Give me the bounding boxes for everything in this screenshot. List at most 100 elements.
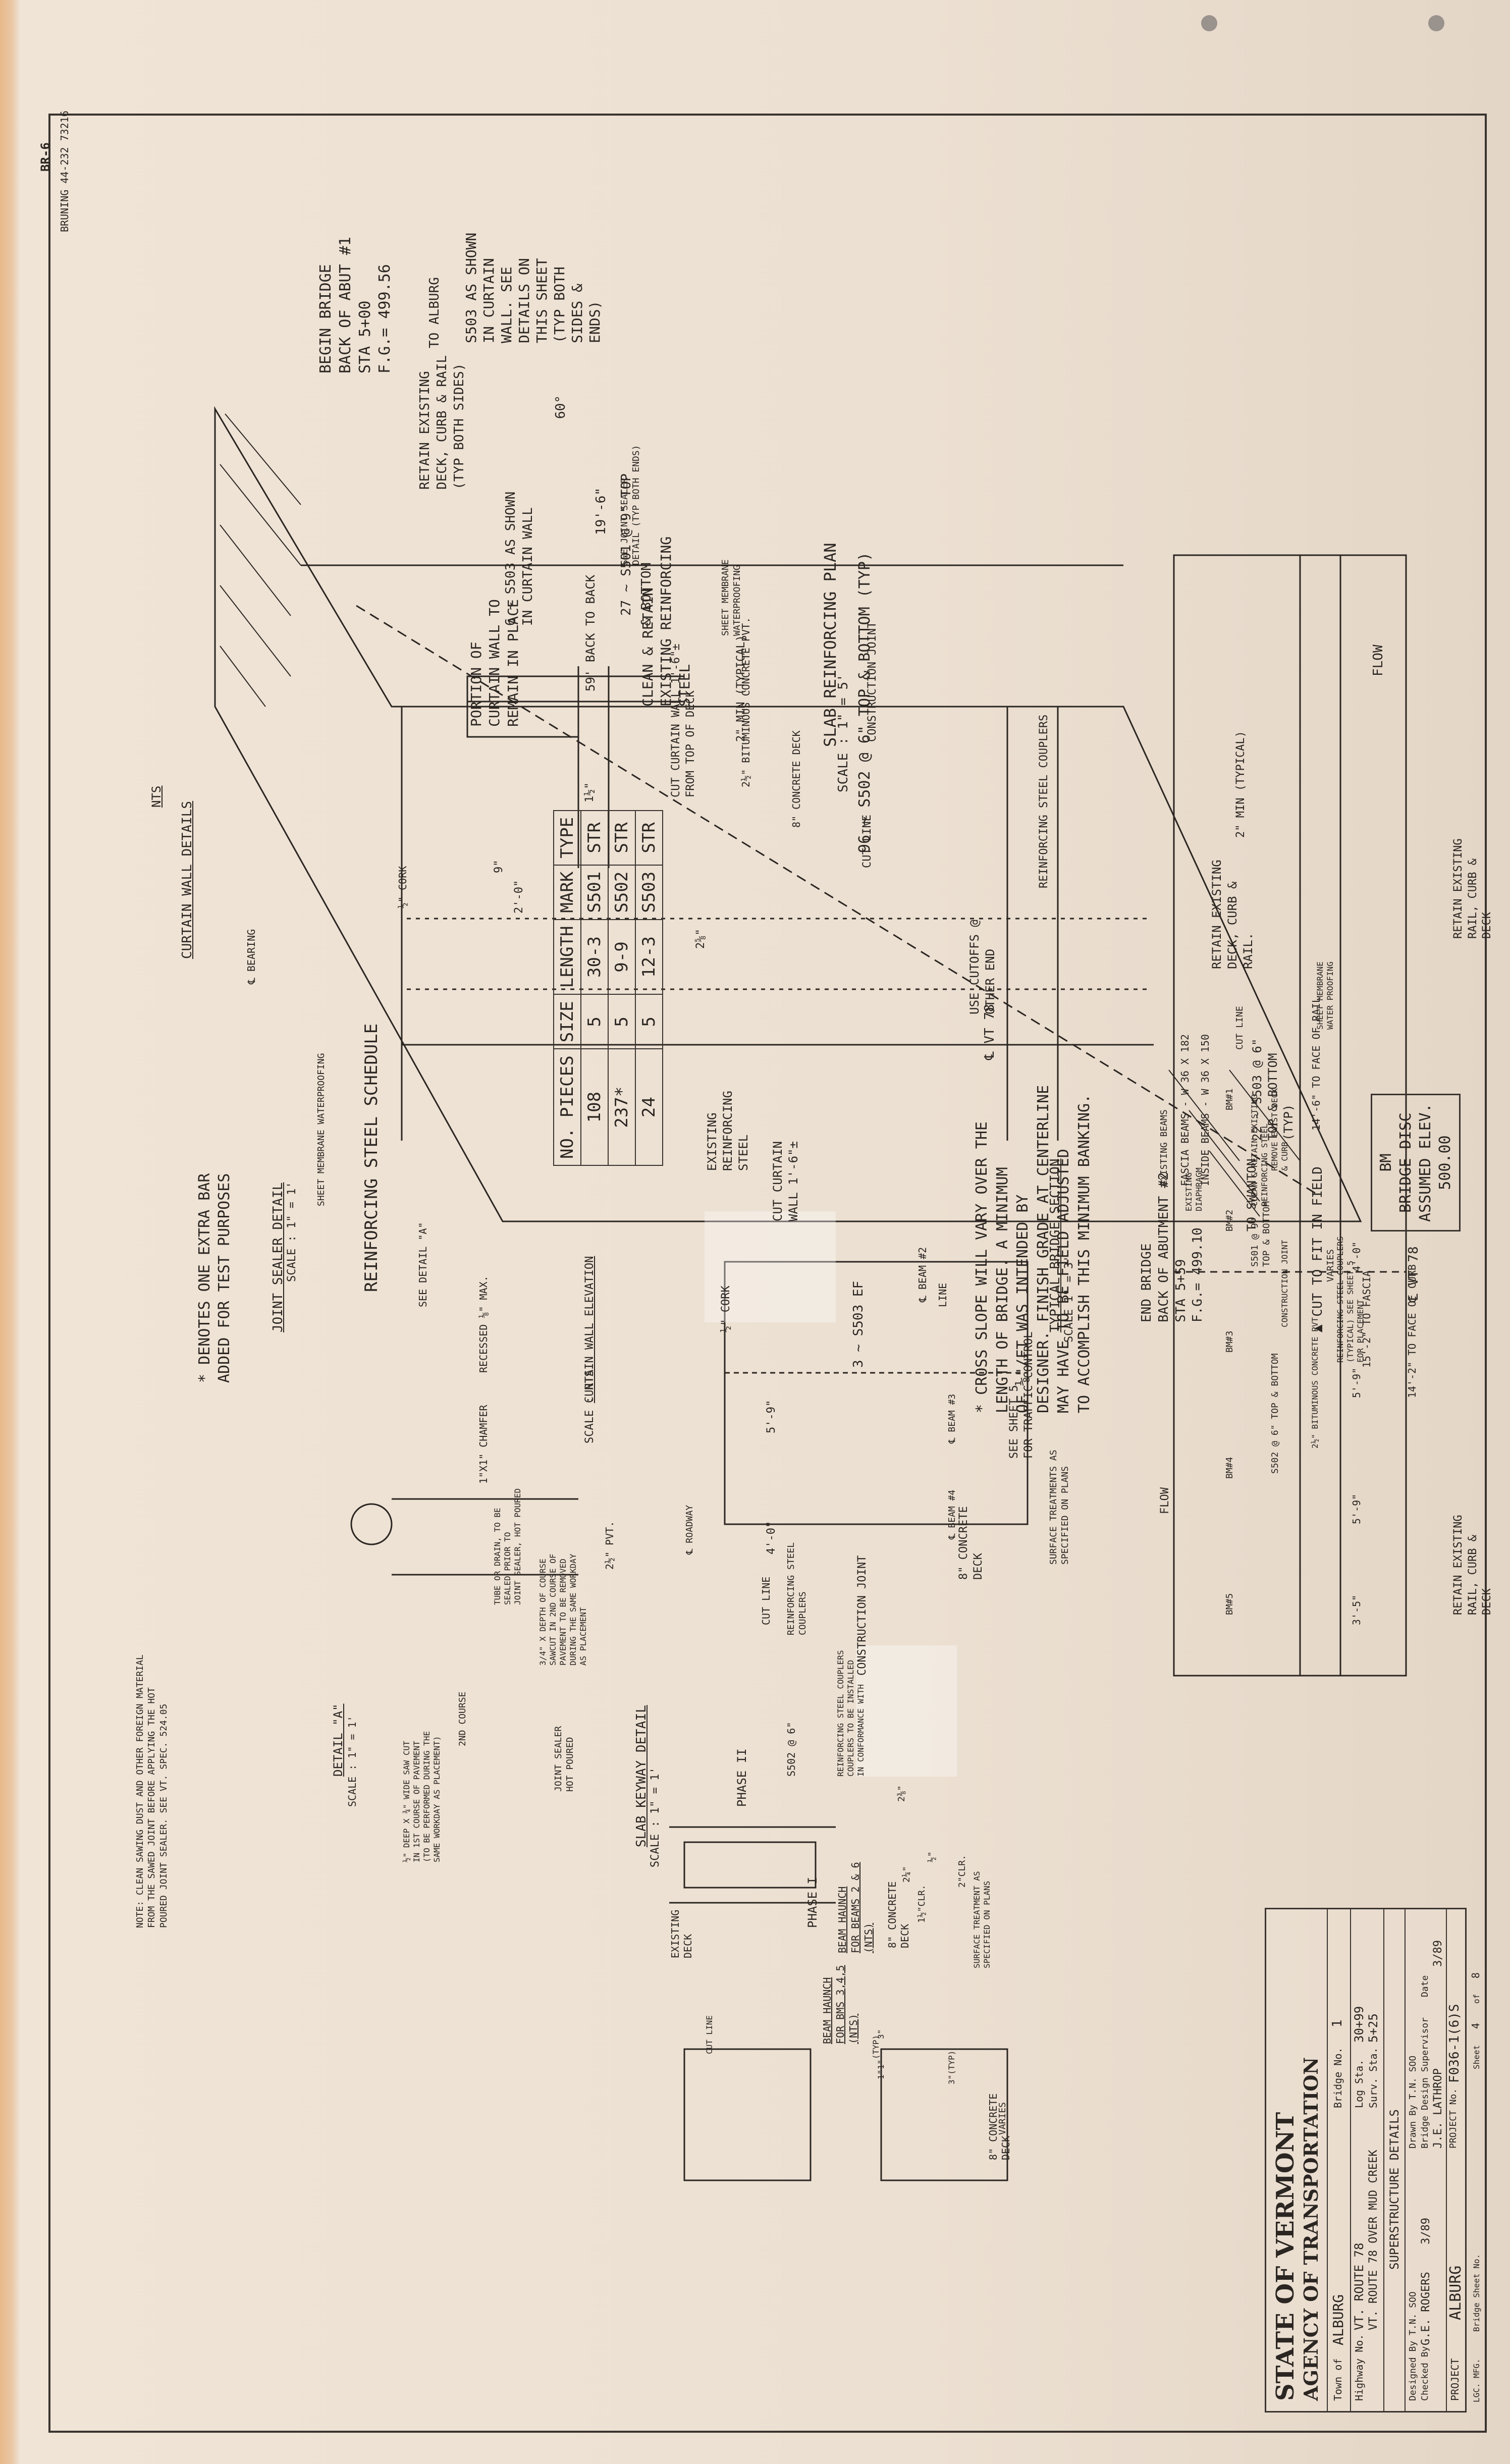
checked-date: 3/89 bbox=[1420, 2218, 1432, 2244]
cork-label: ½" CORK bbox=[397, 866, 409, 908]
designed-by: Designed By T.N. SOO bbox=[1408, 2291, 1418, 2401]
existing-beams: EXISTING BEAMS bbox=[1159, 1109, 1169, 1186]
town-value: ALBURG bbox=[1330, 2294, 1346, 2345]
bridge-no-label: Bridge No. bbox=[1332, 2047, 1344, 2108]
title-block: STATE OF VERMONT AGENCY OF TRANSPORTATIO… bbox=[1265, 1908, 1467, 2413]
dim-19-6: 19'-6" bbox=[594, 488, 609, 535]
drawing-linework bbox=[214, 406, 1407, 2181]
section-flow: FLOW bbox=[1159, 1487, 1171, 1514]
haunch1-dim: 3" bbox=[876, 2029, 886, 2039]
elev-cut-line: CUT LINE bbox=[760, 1576, 772, 1625]
beam2-label: ℄ BEAM #2 bbox=[916, 1247, 929, 1302]
schedule-cell: 5 bbox=[608, 994, 635, 1049]
s501-top-bottom: S501 @ 9"TOP & BOTTOM bbox=[1250, 1201, 1272, 1267]
log-sta-value: 30+99 bbox=[1352, 2006, 1366, 2043]
cut-line-label: CUT LINE bbox=[861, 815, 874, 868]
schedule-cell: 12-3 bbox=[635, 919, 663, 995]
beam3-label: ℄ BEAM #3 bbox=[947, 1394, 957, 1443]
couplers-label: REINFORCING STEEL COUPLERS bbox=[1038, 714, 1050, 888]
paper-stamp: BRUNING 44-232 73216 bbox=[59, 111, 71, 232]
keyway-dim: 1½"CLR. bbox=[916, 1885, 927, 1923]
s502-top-bottom: S502 @ 6" TOP & BOTTOM bbox=[1270, 1353, 1280, 1474]
schedule-cell: 30-3 bbox=[581, 919, 608, 995]
schedule-cell: S501 bbox=[581, 865, 608, 920]
state-title: STATE OF VERMONT bbox=[1271, 2112, 1300, 2401]
sheet-border bbox=[48, 114, 1487, 2433]
inside-beams: INSIDE BEAMS - W 36 X 150 bbox=[1199, 1034, 1211, 1186]
line-label: LINE bbox=[937, 1282, 949, 1307]
dim-2-5: 2⅝" bbox=[694, 929, 707, 949]
keyway-dim: 2¼" bbox=[901, 1866, 912, 1883]
agency-title: AGENCY OF TRANSPORTATION bbox=[1300, 2057, 1322, 2401]
pvt-note: 2½" PVT. bbox=[604, 1521, 616, 1570]
keyway-title: SLAB KEYWAY DETAIL bbox=[634, 1705, 649, 1847]
schedule-row: 237* 5 9-9 S502 STR bbox=[608, 810, 635, 1165]
schedule-cell: STR bbox=[581, 810, 608, 865]
surv-sta-label: Surv. Sta. bbox=[1367, 2047, 1379, 2108]
sheet-label: Sheet bbox=[1472, 2045, 1481, 2069]
phase-1-label: PHASE I bbox=[805, 1877, 820, 1928]
log-sta-label: Log Sta. bbox=[1353, 2059, 1365, 2108]
sheet-number: 4 bbox=[1470, 2022, 1482, 2029]
slab-outline bbox=[214, 406, 1362, 1222]
curtain-wall-scale: NTS bbox=[149, 785, 164, 808]
section-dim: 4'-0" bbox=[1351, 1241, 1363, 1272]
recessed-note: RECESSED ⅛" MAX. bbox=[477, 1275, 490, 1373]
schedule-header-row: NO. PIECES SIZE LENGTH MARK TYPE bbox=[554, 810, 581, 1165]
cut-to-fit-note: ▲ CUT TO FIT IN FIELD bbox=[1310, 1166, 1325, 1332]
haunch1-dim: 1" bbox=[876, 2059, 886, 2069]
beam-tag: BM#2 bbox=[1224, 1209, 1235, 1231]
date-value: 3/89 bbox=[1432, 1940, 1444, 1967]
beam-tag: BM#1 bbox=[1224, 1088, 1235, 1110]
schedule-cell: 24 bbox=[635, 1049, 663, 1165]
beam4-label: ℄ BEAM #4 bbox=[947, 1489, 957, 1539]
fascia-beams: FASCIA BEAMS - W 36 X 182 bbox=[1179, 1034, 1191, 1186]
punch-hole bbox=[1201, 15, 1217, 31]
to-face-rail: 14'-6" TO FACE OF RAIL bbox=[1310, 997, 1322, 1131]
beam-tag: BM#3 bbox=[1224, 1330, 1235, 1353]
roadway-label: ℄ ROADWAY bbox=[684, 1505, 695, 1555]
bearing-label: ℄ BEARING bbox=[245, 929, 257, 984]
keyway-s502: S502 @ 6" bbox=[785, 1722, 797, 1777]
checked-by: Checked By bbox=[1420, 2346, 1430, 2401]
schedule-cell: 108 bbox=[581, 1049, 608, 1165]
supervisor-name: J.E. LATHROP bbox=[1432, 2068, 1444, 2149]
see-detail-a: SEE DETAIL "A" bbox=[417, 1222, 429, 1307]
section-varies: VARIES bbox=[1325, 1249, 1336, 1282]
project-no-label: PROJECT No. bbox=[1448, 2088, 1459, 2149]
cut-wall-note: CUT CURTAIN WALL 1'-6"±FROM TOP OF DECK bbox=[670, 644, 697, 797]
beam-tag: BM#4 bbox=[1224, 1457, 1235, 1479]
concrete-deck-note: 8" CONCRETE DECK bbox=[790, 730, 802, 828]
dim-5-9: 5'-9" bbox=[765, 1400, 778, 1433]
schedule-cell: STR bbox=[608, 810, 635, 865]
elevation-scale: SCALE : NTS bbox=[583, 1370, 596, 1443]
schedule-cell: S503 bbox=[635, 865, 663, 920]
remove-exist-note: REMOVE EXIST DECK& CURB bbox=[1270, 1088, 1289, 1171]
use-cutoffs-note: USE CUTOFFS @OTHER END bbox=[967, 920, 998, 1014]
highway-label: Highway No. bbox=[1353, 2334, 1365, 2401]
keyway-dim: ½" bbox=[927, 1851, 937, 1862]
schedule-cell: STR bbox=[635, 810, 663, 865]
section-dim: 5'-9" bbox=[1351, 1493, 1363, 1524]
detail-a-title: DETAIL "A" bbox=[331, 1703, 345, 1777]
slab-plan-scale: SCALE : 1" = 5' bbox=[836, 674, 851, 792]
flow-label: FLOW bbox=[1371, 645, 1386, 676]
detail-a-note-text: NOTE: CLEAN SAWING DUST AND OTHER FOREIG… bbox=[135, 1654, 169, 1928]
